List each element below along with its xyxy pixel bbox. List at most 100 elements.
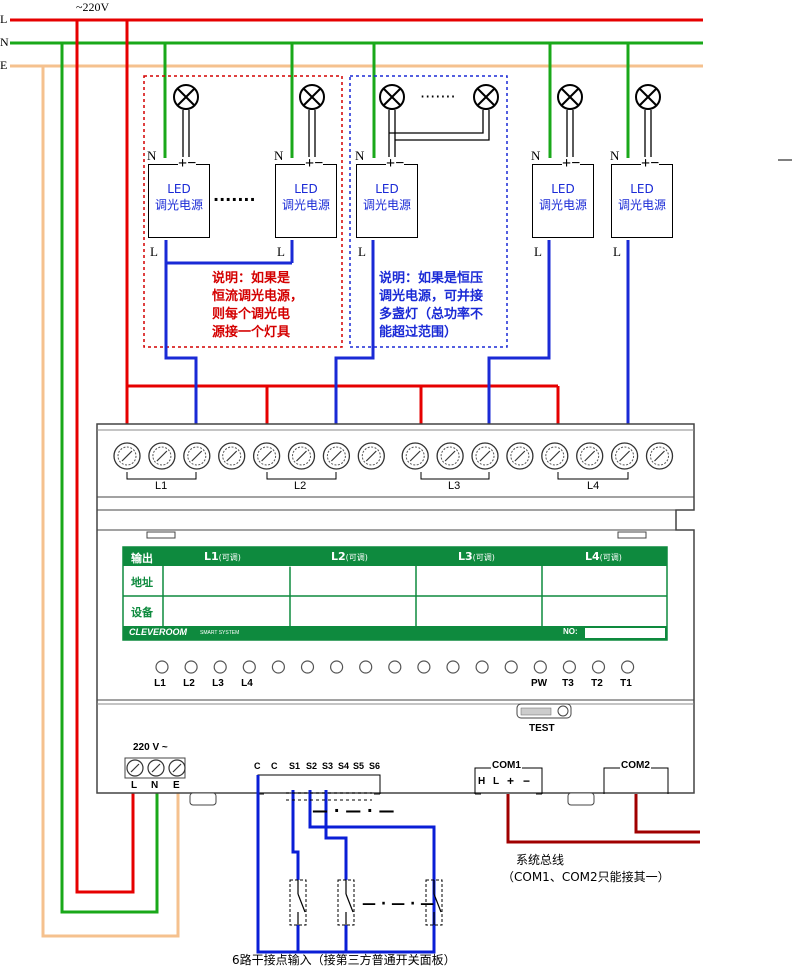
terminal-brackets <box>126 472 629 480</box>
cc-note: 说明：如果是 恒流调光电源， 则每个调光电 源接一个灯具 <box>212 271 304 340</box>
driver-pin-L: L <box>150 244 158 259</box>
led-label-L4: L4 <box>241 678 253 689</box>
led-label-L3: L3 <box>212 678 224 689</box>
power-term-E: E <box>173 780 180 791</box>
l-bus <box>125 20 560 424</box>
power-term-L: L <box>131 780 138 791</box>
com1-pin-plus: + <box>507 774 515 788</box>
serial-no-label: NO: <box>563 627 578 636</box>
power-screw <box>126 759 144 777</box>
led-driver: LED 调光电源 <box>356 164 418 238</box>
indicator-led <box>446 660 460 674</box>
driver-pin-plus-minus: +− <box>562 155 581 172</box>
led-label-L2: L2 <box>183 678 195 689</box>
switch-ellipsis: — · — · — <box>362 896 434 912</box>
output-terminals <box>113 442 674 470</box>
terminal-screw <box>401 442 429 470</box>
dry-contact-switches <box>289 879 443 926</box>
bus-note-line1: 系统总线 <box>516 853 565 867</box>
lamp-icon <box>379 84 405 110</box>
driver-pin-L: L <box>277 244 285 259</box>
indicator-led <box>242 660 256 674</box>
driver-label-line1: LED <box>167 182 191 196</box>
terminal-screw <box>436 442 464 470</box>
indicator-led <box>359 660 373 674</box>
input-note: 6路干接点输入（接第三方普通开关面板） <box>232 953 456 967</box>
driver-label-line2: 调光电源 <box>154 198 203 212</box>
terminal-screw <box>506 442 534 470</box>
com1-title: COM1 <box>491 760 522 771</box>
driver-label-line2: 调光电源 <box>362 198 411 212</box>
led-label-L1: L1 <box>154 678 166 689</box>
com1-pin-minus: − <box>523 774 531 788</box>
indicator-led <box>533 660 547 674</box>
lamp-icon <box>299 84 325 110</box>
driver-pin-N: N <box>610 148 620 163</box>
input-dashes <box>286 792 372 801</box>
driver-pin-L: L <box>358 244 366 259</box>
terminal-screw <box>148 442 176 470</box>
com2-wire <box>634 794 700 834</box>
group-label-L2: L2 <box>294 480 307 492</box>
driver-label-line2: 调光电源 <box>617 198 666 212</box>
indicator-led <box>271 660 285 674</box>
driver-pin-plus-minus: +− <box>305 155 324 172</box>
rail-label-E: E <box>0 58 8 72</box>
indicator-led <box>388 660 402 674</box>
driver-pin-plus-minus: +− <box>641 155 660 172</box>
driver-pin-N: N <box>355 148 365 163</box>
driver-label-line1: LED <box>630 182 654 196</box>
driver-label-line2: 调光电源 <box>281 198 330 212</box>
table-header-output: 输出 <box>131 552 153 565</box>
led-driver: LED 调光电源 <box>148 164 210 238</box>
terminal-screw <box>218 442 246 470</box>
led-driver: LED 调光电源 <box>611 164 673 238</box>
power-screw <box>147 759 165 777</box>
terminal-screw <box>252 442 281 470</box>
led-driver: LED 调光电源 <box>275 164 337 238</box>
com1-pin-H: H <box>478 776 486 787</box>
rail-label-L: L <box>0 12 8 26</box>
input-terminal-label: S5 <box>353 761 365 771</box>
lamp-ellipsis: ······· <box>420 87 456 106</box>
terminal-screw <box>183 442 211 470</box>
indicator-leds <box>155 660 635 674</box>
cv-note: 说明：如果是恒压 调光电源，可并接 多盏灯（总功率不 能超过范围） <box>379 271 484 340</box>
input-terminal-label: S2 <box>306 761 318 771</box>
power-terminals <box>124 757 186 779</box>
terminal-screw <box>322 442 351 470</box>
group-label-L4: L4 <box>587 480 600 492</box>
terminal-screw <box>541 442 569 470</box>
driver-pin-N: N <box>274 148 284 163</box>
brand-logo: CLEVEROOM <box>129 627 188 637</box>
driver-ellipsis: ······· <box>213 190 256 209</box>
driver-label-line2: 调光电源 <box>538 198 587 212</box>
terminal-screw <box>610 442 639 470</box>
driver-label-line1: LED <box>294 182 318 196</box>
indicator-led <box>417 660 431 674</box>
led-label-T2: T2 <box>591 678 603 689</box>
driver-label-line1: LED <box>375 182 399 196</box>
bus-note-line2: （COM1、COM2只能接其一） <box>502 870 670 884</box>
input-terminal-label: S6 <box>369 761 381 771</box>
dry-contact-switch <box>289 879 307 926</box>
indicator-led <box>213 660 227 674</box>
com1-wire <box>506 794 700 844</box>
input-terminal-label: C <box>271 761 278 771</box>
power-title: 220 V ~ <box>133 742 168 753</box>
terminal-screw <box>576 442 604 470</box>
input-terminal-label: C <box>254 761 261 771</box>
test-button[interactable] <box>516 703 572 719</box>
lamp-icon <box>635 84 661 110</box>
input-terminal-label: S4 <box>338 761 350 771</box>
lamps <box>173 84 661 110</box>
group-label-L1: L1 <box>155 480 168 492</box>
voltage-label: ~220V <box>76 0 110 14</box>
driver-pin-plus-minus: +− <box>386 155 405 172</box>
table-row-address: 地址 <box>131 576 153 589</box>
indicator-led <box>591 660 606 674</box>
led-label-T1: T1 <box>620 678 632 689</box>
